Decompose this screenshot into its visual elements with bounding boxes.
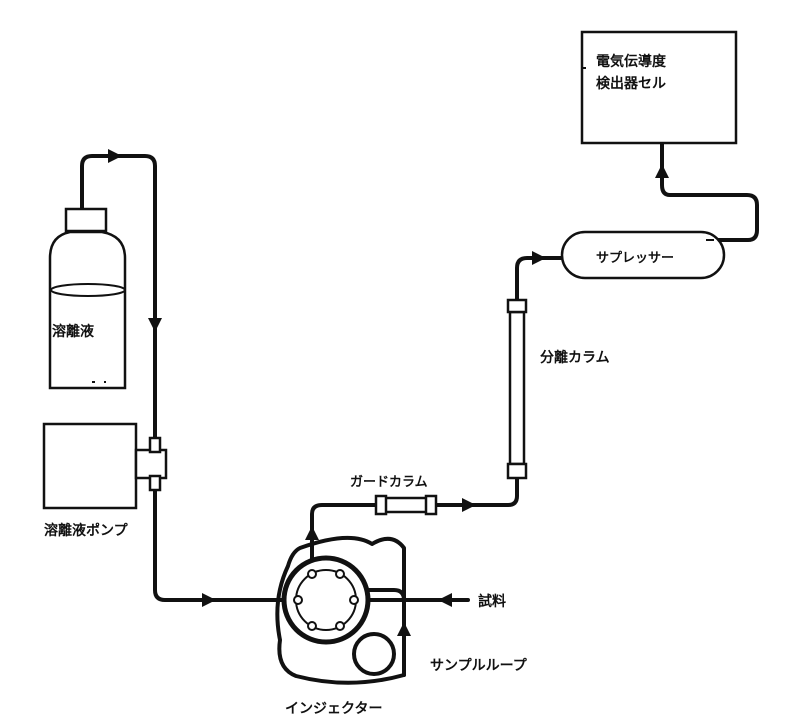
eluent-pump-label: 溶離液ポンプ	[44, 522, 129, 539]
flow-arrow-1	[108, 149, 122, 163]
separation-column	[506, 298, 528, 480]
separation-column-label: 分離カラム	[540, 349, 610, 366]
flow-arrow-8	[438, 593, 452, 607]
tube-guard-to-column	[432, 476, 519, 507]
flow-arrow-3	[202, 593, 216, 607]
guard-column-label: ガードカラム	[350, 475, 428, 490]
guard-column	[374, 494, 438, 516]
injector-housing	[275, 535, 406, 685]
eluent-bottle	[48, 207, 127, 390]
flow-arrow-5	[462, 498, 476, 512]
eluent-label: 溶離液	[52, 323, 95, 340]
injector-label: インジェクター	[285, 701, 382, 717]
flow-arrow-4	[305, 526, 319, 540]
detector-label-line1: 電気伝導度	[596, 53, 667, 70]
suppressor-label: サプレッサー	[596, 251, 674, 266]
flow-arrow-7	[655, 164, 669, 178]
sample-loop-label: サンプルループ	[430, 658, 528, 674]
tube-suppressor-to-detector	[660, 141, 759, 242]
detector-cell	[580, 30, 738, 145]
suppressor	[560, 230, 726, 280]
tube-column-to-suppressor	[515, 256, 564, 302]
tube-injector-to-guard	[310, 503, 380, 568]
detector-label-line2: 検出器セル	[596, 75, 666, 92]
tube-pump-to-injector	[153, 468, 288, 602]
flow-arrow-9	[397, 622, 411, 636]
sample-loop-coil	[352, 632, 396, 676]
flow-arrow-2	[148, 318, 162, 332]
injector-valve	[281, 555, 371, 645]
flow-arrow-6	[532, 251, 546, 265]
sample-label: 試料	[478, 593, 506, 610]
eluent-pump	[42, 422, 168, 510]
